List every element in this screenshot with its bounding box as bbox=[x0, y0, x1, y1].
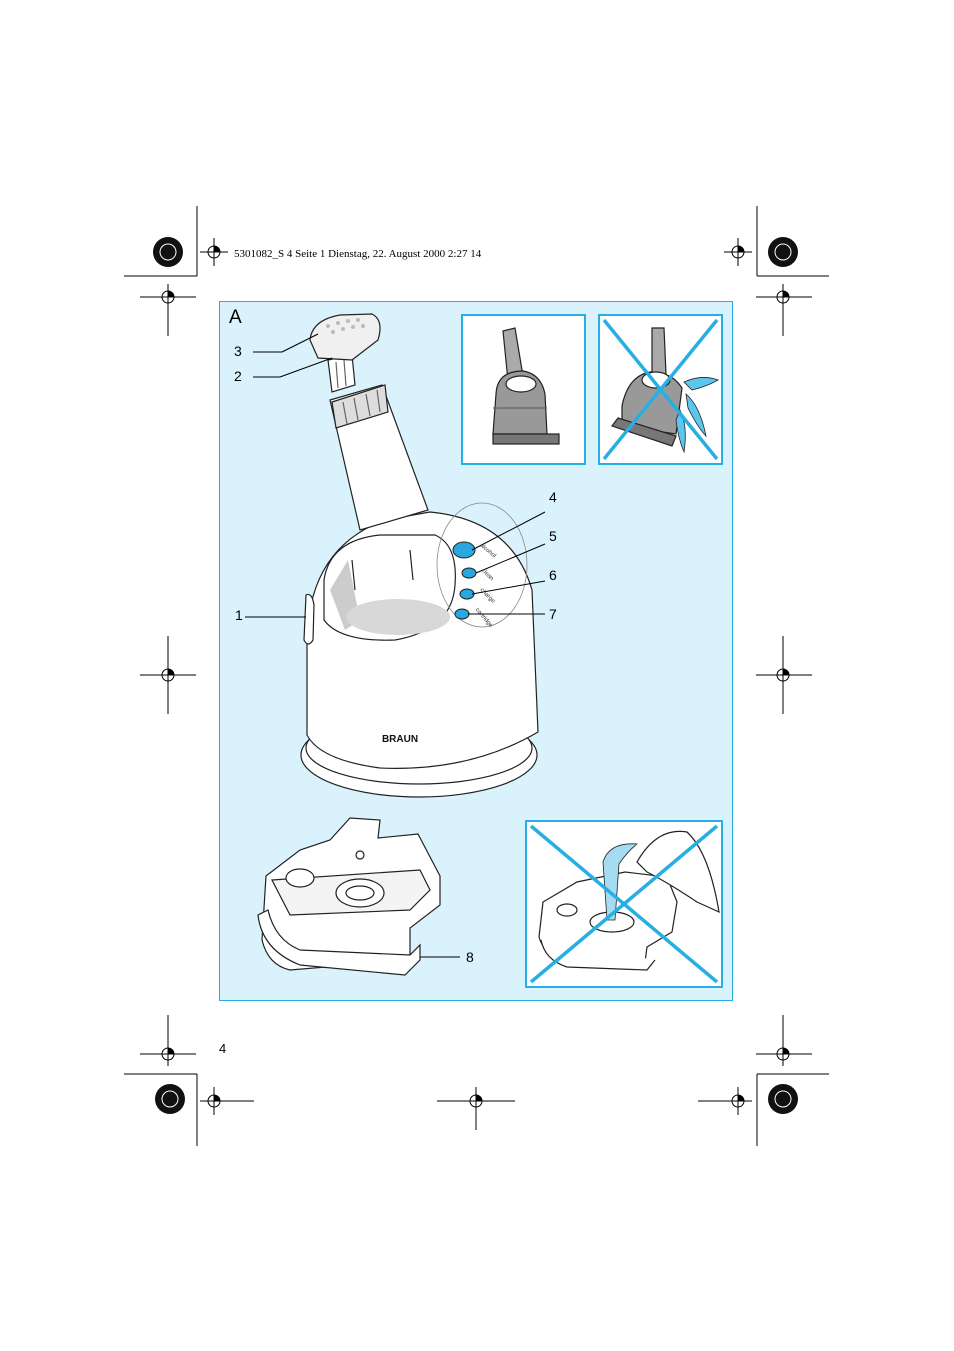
charge-button bbox=[459, 588, 475, 600]
shaver-head bbox=[309, 313, 381, 361]
print-slug: 5301082_S 4 Seite 1 Dienstag, 22. August… bbox=[234, 248, 482, 260]
callout-7: 7 bbox=[549, 606, 557, 622]
svg-text:BRAUN: BRAUN bbox=[382, 734, 418, 745]
cleaning-cartridge bbox=[257, 817, 441, 976]
inset-no-refill bbox=[525, 820, 723, 988]
callout-6: 6 bbox=[549, 567, 557, 583]
clean-button bbox=[461, 567, 477, 579]
callout-4: 4 bbox=[549, 489, 557, 505]
inset-no-water bbox=[598, 314, 723, 465]
cartridge-button bbox=[454, 608, 470, 620]
brand-logo: BRAUN bbox=[382, 734, 418, 745]
inset-shaver-correct bbox=[461, 314, 586, 465]
release-button-1 bbox=[303, 593, 315, 645]
registration-starburst-icon bbox=[153, 237, 798, 1114]
figure-label: A bbox=[229, 307, 242, 328]
page-number: 4 bbox=[219, 1041, 227, 1056]
callout-3: 3 bbox=[234, 343, 242, 359]
callout-2: 2 bbox=[234, 368, 242, 384]
callout-8: 8 bbox=[466, 949, 474, 965]
callout-1: 1 bbox=[235, 607, 243, 623]
callout-5: 5 bbox=[549, 528, 557, 544]
alcohol-button bbox=[452, 541, 476, 559]
